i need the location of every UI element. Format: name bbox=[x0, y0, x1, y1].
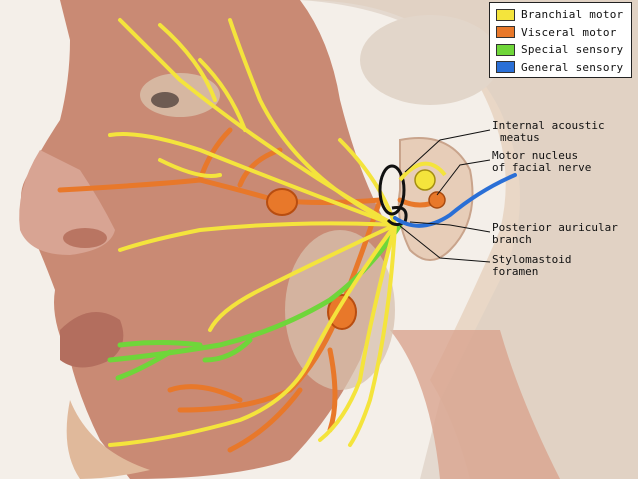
visceral-branch-3 bbox=[227, 387, 303, 453]
label-line: Internal acoustic bbox=[492, 119, 605, 132]
legend-label: General sensory bbox=[521, 60, 624, 74]
branchial-motor-paths bbox=[108, 18, 397, 447]
nucleus-loop bbox=[398, 161, 447, 182]
eye-pupil bbox=[151, 92, 179, 108]
nucleus-orange bbox=[428, 191, 446, 209]
brain-shading bbox=[360, 15, 500, 105]
label-stylomastoid-foramen: Stylomastoid foramen bbox=[492, 254, 571, 278]
general-sensory-path bbox=[393, 173, 517, 228]
label-internal-acoustic-meatus: Internal acoustic meatus bbox=[492, 120, 605, 144]
label-line: foramen bbox=[492, 265, 539, 278]
zygomatic-twig bbox=[158, 158, 222, 178]
chin bbox=[66, 400, 150, 479]
label-line: of facial nerve bbox=[492, 161, 592, 174]
label-line: Motor nucleus bbox=[492, 149, 579, 162]
temporal-twig bbox=[198, 58, 247, 132]
posterior-branch bbox=[338, 138, 397, 227]
nostril bbox=[63, 228, 107, 248]
visceral-path-lower bbox=[177, 197, 383, 413]
buccal-branch-lower bbox=[208, 223, 397, 332]
special-branch-1 bbox=[117, 340, 203, 348]
label-posterior-auricular: Posterior auricular branch bbox=[492, 222, 618, 246]
buccal-branch-mid bbox=[118, 221, 397, 252]
label-line: branch bbox=[492, 233, 532, 246]
legend-item-branchial-motor: Branchial motor bbox=[496, 6, 631, 24]
buccal-branch-upper bbox=[108, 132, 397, 227]
callout-line-internal-acoustic bbox=[404, 129, 491, 173]
special-branch-2 bbox=[202, 337, 253, 363]
visceral-branch-5 bbox=[167, 384, 243, 403]
frontal-twig bbox=[158, 23, 217, 102]
mandibular-branch bbox=[108, 223, 397, 447]
lips bbox=[60, 312, 124, 368]
label-line: Posterior auricular bbox=[492, 221, 618, 234]
legend-item-visceral-motor: Visceral motor bbox=[496, 24, 631, 42]
zygomatic-branch bbox=[118, 18, 397, 227]
legend-swatch bbox=[496, 43, 515, 56]
legend-item-special-sensory: Special sensory bbox=[496, 41, 631, 59]
callout-line-motor-nucleus bbox=[436, 159, 491, 196]
neck bbox=[390, 330, 560, 479]
visceral-path-upper bbox=[57, 177, 383, 205]
label-line: Stylomastoid bbox=[492, 253, 572, 266]
submandibular-ganglion bbox=[327, 294, 357, 330]
pterygopalatine-ganglion bbox=[266, 188, 298, 216]
cervical-branch-2 bbox=[348, 223, 397, 447]
label-motor-nucleus: Motor nucleus of facial nerve bbox=[492, 150, 591, 174]
callout-line-posterior-auricular bbox=[409, 221, 491, 233]
legend-label: Branchial motor bbox=[521, 8, 624, 22]
legend-swatch bbox=[496, 8, 515, 21]
legend-label: Special sensory bbox=[521, 43, 624, 57]
legend-swatch bbox=[496, 61, 515, 74]
skull-shading bbox=[300, 0, 638, 479]
cervical-branch bbox=[318, 223, 397, 442]
legend-swatch bbox=[496, 26, 515, 39]
callout-lines bbox=[399, 129, 491, 263]
visceral-branch-4 bbox=[327, 347, 338, 433]
legend-label: Visceral motor bbox=[521, 25, 617, 39]
internal-acoustic-meatus-outline bbox=[378, 164, 406, 216]
label-line: meatus bbox=[500, 131, 540, 144]
visceral-motor-paths bbox=[57, 127, 443, 453]
legend: Branchial motor Visceral motor Special s… bbox=[489, 2, 632, 78]
special-branch-3 bbox=[115, 349, 173, 381]
nucleus-yellow bbox=[414, 169, 436, 191]
legend-item-general-sensory: General sensory bbox=[496, 59, 631, 77]
callout-line-stylomastoid bbox=[399, 225, 491, 263]
